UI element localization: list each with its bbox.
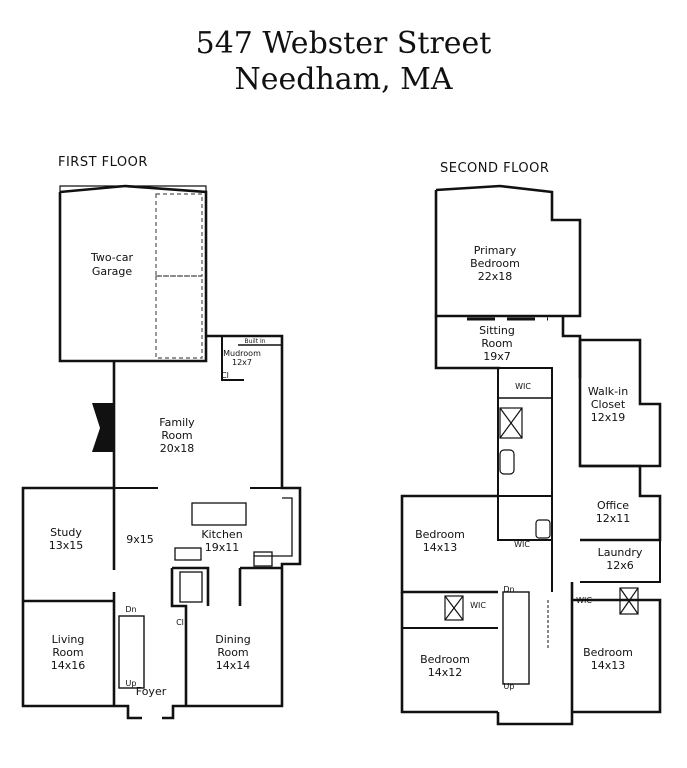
garage-label-2: Garage [92,265,133,278]
left-bedroom-label-1: Bedroom [415,528,465,541]
lower-bedroom-label-2: 14x12 [428,666,463,679]
primary-label-1: Primary [474,244,517,257]
kitchen-counter [254,497,293,557]
living-label-1: Living [52,633,85,646]
sitting-room-east [561,316,582,378]
first-stair-dn-label: Dn [125,605,136,614]
family-label-1: Family [159,416,195,429]
lower-bedroom-walls [400,592,498,714]
primary-label-3: 22x18 [478,270,513,283]
foyer-wall-left [114,704,142,720]
first-floor-label: FIRST FLOOR [58,155,148,170]
tub-jack [535,519,551,539]
right-bedroom-label-1: Bedroom [583,646,633,659]
builtin-label: Built In [244,338,265,345]
jack-bath-walls [497,496,553,541]
mudroom-west-wall [221,336,244,381]
laundry-label-2: 12x6 [606,559,634,572]
foyer-label: Foyer [136,685,167,698]
garage-doors [155,193,203,359]
second-stair-dn-label: Dn [503,585,514,594]
garage-door-bottom [155,275,203,359]
family-label-3: 20x18 [160,442,195,455]
second-floor-label: SECOND FLOOR [440,161,549,176]
mudroom-label-1: Mudroom [223,349,261,358]
walkin-label-1: Walk-in [588,385,628,398]
kitchen-closet-label: Cl [176,618,184,627]
shower-primary-x2 [499,407,523,439]
right-bedroom-walls [572,598,662,714]
garage-label-1: Two-car [90,251,134,264]
shower-left-x2 [444,595,464,621]
kitchen-label-2: 19x11 [205,541,240,554]
living-label-2: Room [52,646,83,659]
address-street: 547 Webster Street [195,26,492,61]
shower-right-x2 [619,587,639,615]
primary-wic-label: WIC [515,382,531,391]
foyer-wall-right [162,704,186,720]
tub-primary [499,449,515,475]
shower-primary [499,407,523,439]
left-bedroom-walls [400,494,498,594]
sitting-room-west [434,316,500,370]
kitchen-range [174,547,202,561]
labels: FIRST FLOOR SECOND FLOOR Two-car Garage … [49,155,643,698]
garage-door-top [155,193,203,277]
hall-south-wall [496,712,574,726]
address-town: Needham, MA [234,62,453,97]
office-label-1: Office [597,499,629,512]
powder-room-fixtures [179,571,203,603]
right-bedroom-label-2: 14x13 [591,659,626,672]
powder-room-wall [172,566,210,606]
hall-east-wall [170,568,188,706]
living-label-3: 14x16 [51,659,86,672]
study-label-1: Study [50,526,82,539]
kitchen-fixtures [174,497,293,603]
mudroom-label-2: 12x7 [232,358,252,367]
laundry-label-1: Laundry [598,546,643,559]
primary-label-2: Bedroom [470,257,520,270]
dining-label-3: 14x14 [216,659,251,672]
shower-right [619,587,639,615]
right-wic-label: WIC [576,596,592,605]
sitting-label-3: 19x7 [483,350,511,363]
kitchen-island [191,502,247,526]
sitting-label-2: Room [481,337,512,350]
plan-title: 547 Webster Street Needham, MA [0,26,687,98]
lower-left-wic-label: WIC [470,601,486,610]
laundry-walls [580,539,661,583]
second-floor [400,184,662,726]
second-floor-stairs [502,591,530,685]
first-stair-up-label: Up [126,679,137,688]
study-label-2: 13x15 [49,539,84,552]
mud-closet-label: Cl [221,371,229,380]
office-label-2: 12x11 [596,512,631,525]
lower-bedroom-label-1: Bedroom [420,653,470,666]
walkin-label-2: Closet [591,398,626,411]
second-stair-up-label: Up [504,682,515,691]
walkin-label-3: 12x19 [591,411,626,424]
garage-walls [58,184,208,363]
first-floor [21,184,302,720]
shower-left [444,595,464,621]
jack-wic-label: WIC [514,540,530,549]
garage-top-edge [59,185,207,192]
kitchen-label-1: Kitchen [201,528,242,541]
primary-bedroom-walls [434,184,582,318]
second-floor-fixtures [444,407,639,621]
dining-label-2: Room [217,646,248,659]
house-west-wall [21,361,116,708]
sitting-label-1: Sitting [479,324,515,337]
left-bedroom-label-2: 14x13 [423,541,458,554]
hall-dimension-label: 9x15 [126,533,154,546]
fireplace-icon [92,403,113,452]
house-east-wall [186,334,302,708]
dining-label-1: Dining [215,633,251,646]
family-label-2: Room [161,429,192,442]
first-floor-stairs [118,615,145,689]
kitchen-cooktop [253,551,273,567]
